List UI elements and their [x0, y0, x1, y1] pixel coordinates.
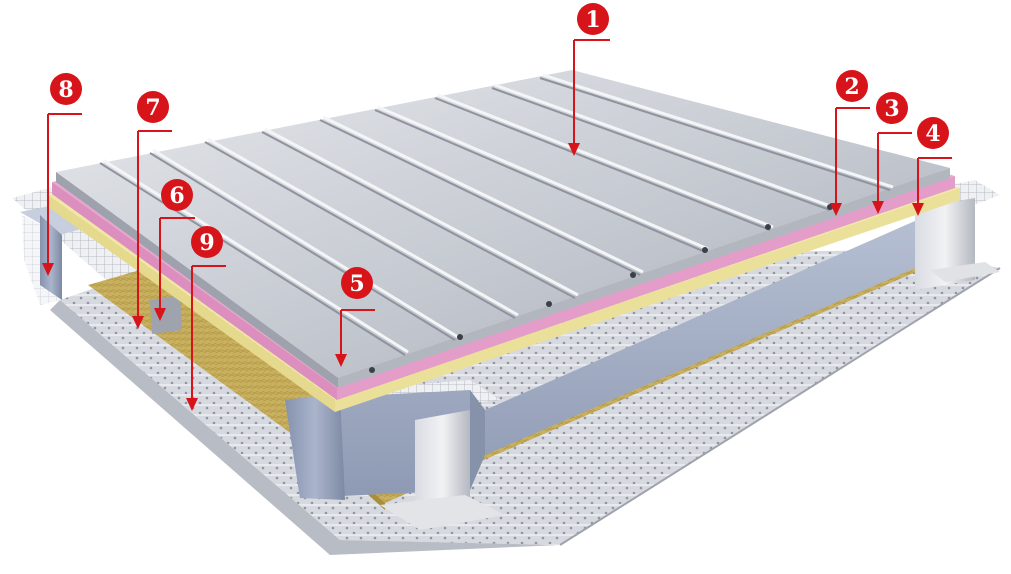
callout-1: 1 [568, 3, 610, 156]
standing-seam-metal-sheet [56, 70, 950, 388]
svg-text:7: 7 [145, 95, 160, 121]
svg-text:4: 4 [925, 121, 940, 147]
callout-4: 4 [912, 117, 952, 216]
callout-8: 8 [42, 73, 82, 276]
callout-9: 9 [186, 226, 226, 411]
callout-5: 5 [335, 267, 375, 367]
svg-text:2: 2 [844, 74, 859, 100]
callout-2: 2 [830, 70, 870, 216]
svg-text:5: 5 [349, 271, 364, 297]
svg-text:3: 3 [884, 96, 899, 122]
bracket [150, 198, 1000, 530]
callout-3: 3 [872, 92, 912, 214]
callouts: 1 2 3 4 [42, 3, 952, 411]
svg-text:9: 9 [199, 230, 214, 256]
svg-text:6: 6 [169, 183, 184, 209]
svg-text:8: 8 [58, 77, 73, 103]
callout-7: 7 [132, 91, 172, 329]
callout-6: 6 [154, 179, 195, 321]
svg-text:1: 1 [585, 7, 600, 33]
